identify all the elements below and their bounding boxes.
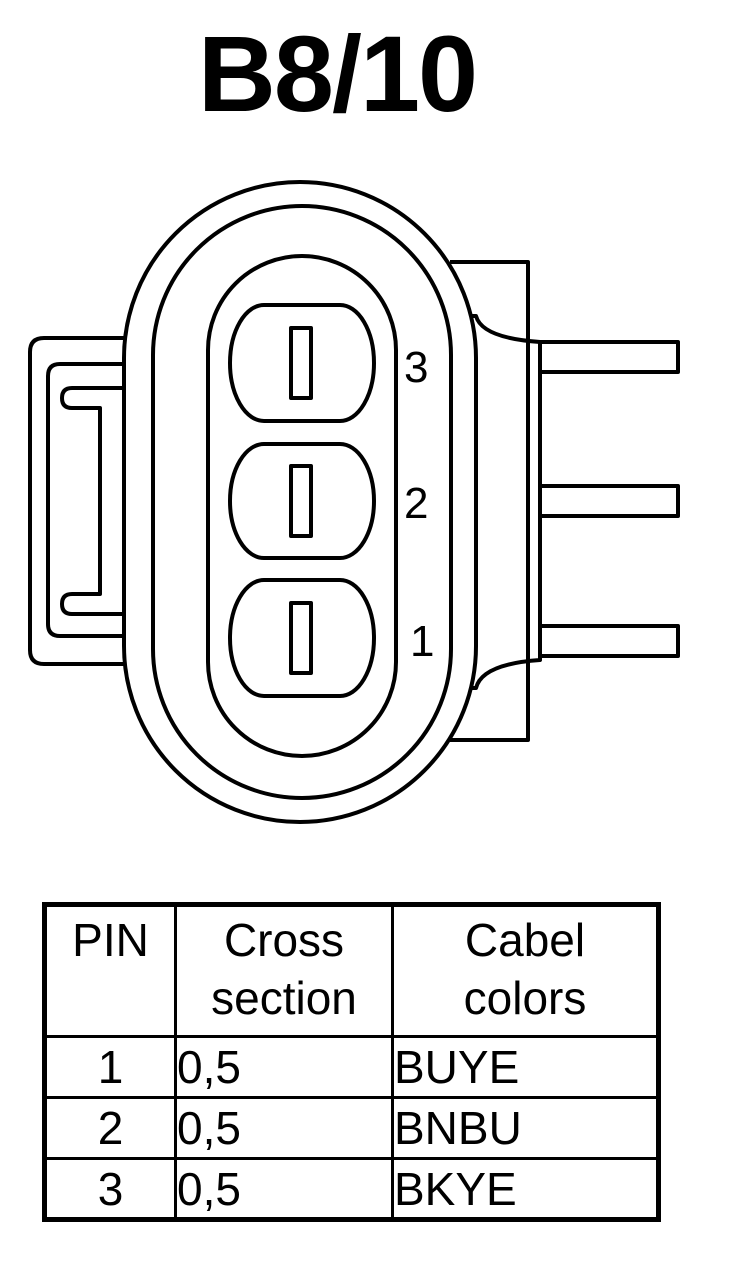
table-row: 1 0,5 BUYE (43, 1035, 660, 1099)
pin-label-3: 3 (404, 343, 428, 392)
pin-label-2: 2 (404, 479, 428, 528)
terminal-1 (540, 624, 680, 658)
connector-latch-hook-top (60, 386, 150, 616)
connector-latch-inner (46, 362, 150, 638)
row-pin: 1 (43, 1035, 177, 1099)
header-cable-colors: Cabel colors (391, 903, 660, 1038)
terminal-2 (540, 484, 680, 518)
header-pin: PIN (43, 903, 177, 1038)
connector-title: B8/10 (197, 13, 478, 134)
connector-latch-frame (28, 336, 150, 666)
header-cross-section: Cross section (174, 903, 394, 1038)
pin-socket-1 (228, 578, 376, 698)
pin-socket-3 (228, 303, 376, 423)
row-cable-color: BNBU (391, 1096, 660, 1160)
row-cross-section: 0,5 (174, 1035, 394, 1099)
pin-label-1: 1 (410, 617, 434, 666)
row-pin: 2 (43, 1096, 177, 1160)
row-cable-color: BKYE (391, 1157, 660, 1221)
pin-table-header-row: PIN Cross section Cabel colors (43, 903, 660, 1038)
pin-table: PIN Cross section Cabel colors 1 0,5 BUY… (42, 902, 661, 1222)
connector-rear-tab (450, 260, 530, 742)
pin-socket-2 (228, 442, 376, 560)
row-pin: 3 (43, 1157, 177, 1221)
connector-right-housing (462, 314, 542, 690)
connector-diagram: 3 2 1 (28, 180, 680, 824)
terminal-3 (540, 340, 680, 374)
row-cable-color: BUYE (391, 1035, 660, 1099)
row-cross-section: 0,5 (174, 1157, 394, 1221)
table-row: 3 0,5 BKYE (43, 1157, 660, 1221)
table-row: 2 0,5 BNBU (43, 1096, 660, 1160)
row-cross-section: 0,5 (174, 1096, 394, 1160)
